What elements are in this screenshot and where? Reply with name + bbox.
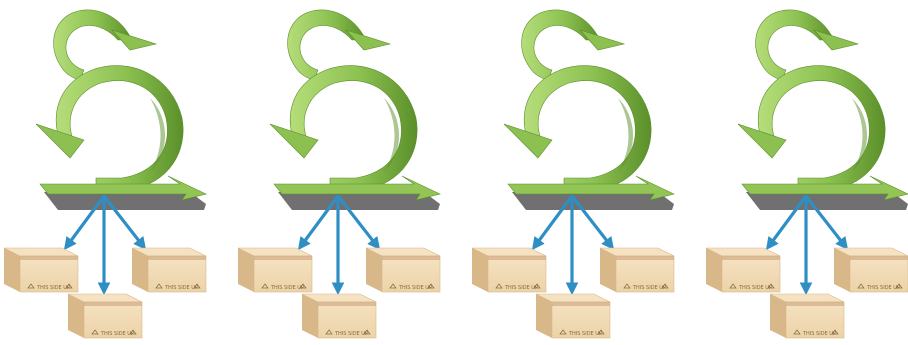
cycle-arrow bbox=[36, 10, 183, 190]
box-center: THIS SIDE UP bbox=[770, 294, 844, 338]
box-marking: THIS SIDE UP bbox=[568, 331, 602, 337]
platform-shadow bbox=[512, 192, 674, 210]
box-marking: THIS SIDE UP bbox=[334, 331, 368, 337]
platform-shadow bbox=[278, 192, 440, 210]
box-marking: THIS SIDE UP bbox=[164, 285, 198, 291]
cycle-unit-4: THIS SIDE UP THIS SIDE UP THIS SIDE UP bbox=[702, 0, 908, 345]
box-marking: THIS SIDE UP bbox=[270, 285, 304, 291]
distribution-arrows bbox=[535, 196, 611, 290]
cycle-arrow bbox=[738, 10, 885, 190]
box-marking: THIS SIDE UP bbox=[100, 331, 134, 337]
box-right: THIS SIDE UP bbox=[834, 248, 908, 292]
box-marking: THIS SIDE UP bbox=[738, 285, 772, 291]
box-right: THIS SIDE UP bbox=[600, 248, 674, 292]
box-left: THIS SIDE UP bbox=[238, 248, 312, 292]
distribution-arrows bbox=[301, 196, 377, 290]
platform-shadow bbox=[44, 192, 206, 210]
box-marking: THIS SIDE UP bbox=[398, 285, 432, 291]
unit-graphic: THIS SIDE UP THIS SIDE UP THIS SIDE UP bbox=[234, 0, 468, 345]
box-left: THIS SIDE UP bbox=[4, 248, 78, 292]
cycle-unit-1: THIS SIDE UP THIS SIDE UP THIS SIDE UP bbox=[0, 0, 234, 345]
box-marking: THIS SIDE UP bbox=[866, 285, 900, 291]
cycle-unit-3: THIS SIDE UP THIS SIDE UP THIS SIDE UP bbox=[468, 0, 702, 345]
distribution-arrows bbox=[67, 196, 143, 290]
box-left: THIS SIDE UP bbox=[472, 248, 546, 292]
cycle-unit-2: THIS SIDE UP THIS SIDE UP THIS SIDE UP bbox=[234, 0, 468, 345]
cycle-arrow bbox=[504, 10, 651, 190]
distribution-arrows bbox=[769, 196, 845, 290]
box-center: THIS SIDE UP bbox=[302, 294, 376, 338]
box-marking: THIS SIDE UP bbox=[802, 331, 836, 337]
platform-shadow bbox=[746, 192, 908, 210]
box-right: THIS SIDE UP bbox=[366, 248, 440, 292]
box-center: THIS SIDE UP bbox=[68, 294, 142, 338]
box-marking: THIS SIDE UP bbox=[36, 285, 70, 291]
unit-graphic: THIS SIDE UP THIS SIDE UP THIS SIDE UP bbox=[702, 0, 908, 345]
unit-graphic: THIS SIDE UP THIS SIDE UP THIS SIDE UP bbox=[468, 0, 702, 345]
cycle-arrow bbox=[270, 10, 417, 190]
box-right: THIS SIDE UP bbox=[132, 248, 206, 292]
box-center: THIS SIDE UP bbox=[536, 294, 610, 338]
box-left: THIS SIDE UP bbox=[706, 248, 780, 292]
box-marking: THIS SIDE UP bbox=[632, 285, 666, 291]
unit-graphic: THIS SIDE UP THIS SIDE UP THIS SIDE UP bbox=[0, 0, 234, 345]
box-marking: THIS SIDE UP bbox=[504, 285, 538, 291]
